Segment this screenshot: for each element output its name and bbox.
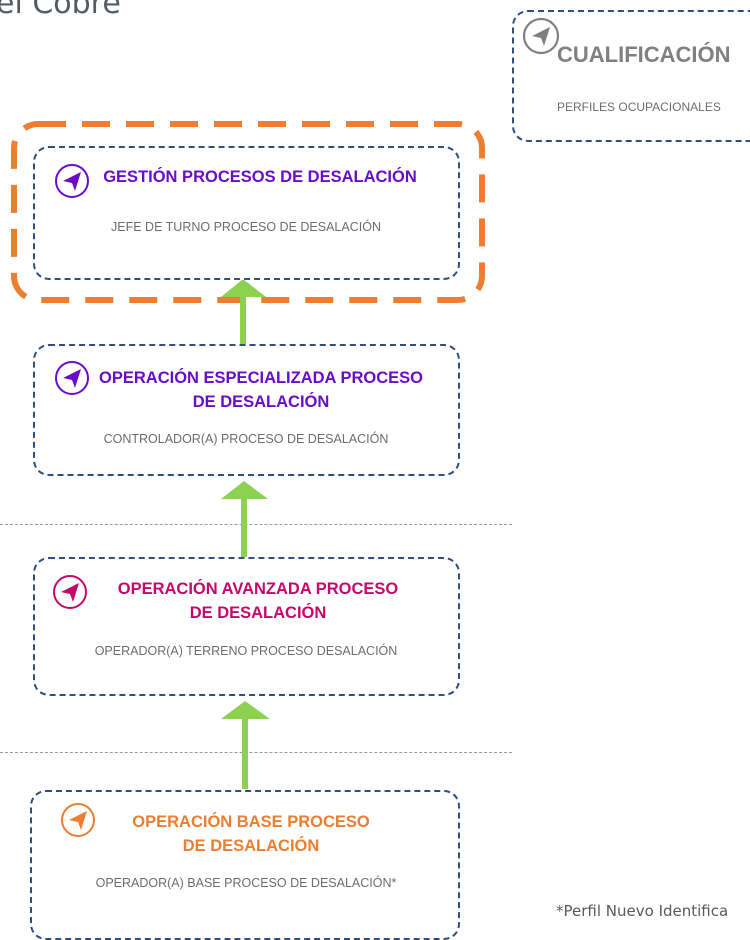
navigation-arrow-icon bbox=[522, 17, 560, 55]
level-card-especializada bbox=[33, 344, 460, 476]
level-up-arrow-1 bbox=[221, 279, 266, 345]
legend-title: CUALIFICACIÓN bbox=[557, 42, 731, 67]
level-profile: OPERADOR(A) TERRENO PROCESO DESALACIÓN bbox=[94, 644, 398, 658]
level-title: OPERACIÓN ESPECIALIZADA PROCESO DE DESAL… bbox=[99, 369, 423, 411]
navigation-arrow-icon bbox=[55, 361, 89, 395]
navigation-arrow-icon bbox=[53, 575, 87, 609]
level-profile: JEFE DE TURNO PROCESO DE DESALACIÓN bbox=[111, 220, 381, 234]
level-title: GESTIÓN PROCESOS DE DESALACIÓN bbox=[103, 168, 417, 186]
level-separator bbox=[0, 752, 512, 753]
level-card-base bbox=[30, 790, 460, 940]
navigation-arrow-icon bbox=[55, 164, 89, 198]
page-title-fragment: el Cobre bbox=[0, 0, 121, 21]
level-title: OPERACIÓN AVANZADA PROCESO DE DESALACIÓN bbox=[117, 580, 399, 622]
level-profile: OPERADOR(A) BASE PROCESO DE DESALACIÓN* bbox=[95, 876, 397, 890]
navigation-arrow-icon bbox=[61, 803, 95, 837]
legend-subtitle: PERFILES OCUPACIONALES bbox=[557, 100, 721, 114]
level-profile: CONTROLADOR(A) PROCESO DE DESALACIÓN bbox=[103, 432, 389, 446]
footnote: *Perfil Nuevo Identifica bbox=[556, 902, 729, 920]
level-card-gestion bbox=[33, 146, 460, 280]
highlight-border bbox=[11, 121, 485, 303]
level-up-arrow-2 bbox=[221, 481, 268, 557]
level-card-avanzada bbox=[33, 557, 460, 696]
level-title: OPERACIÓN BASE PROCESO DE DESALACIÓN bbox=[132, 813, 370, 855]
level-separator bbox=[0, 524, 512, 525]
level-up-arrow-3 bbox=[221, 701, 270, 789]
